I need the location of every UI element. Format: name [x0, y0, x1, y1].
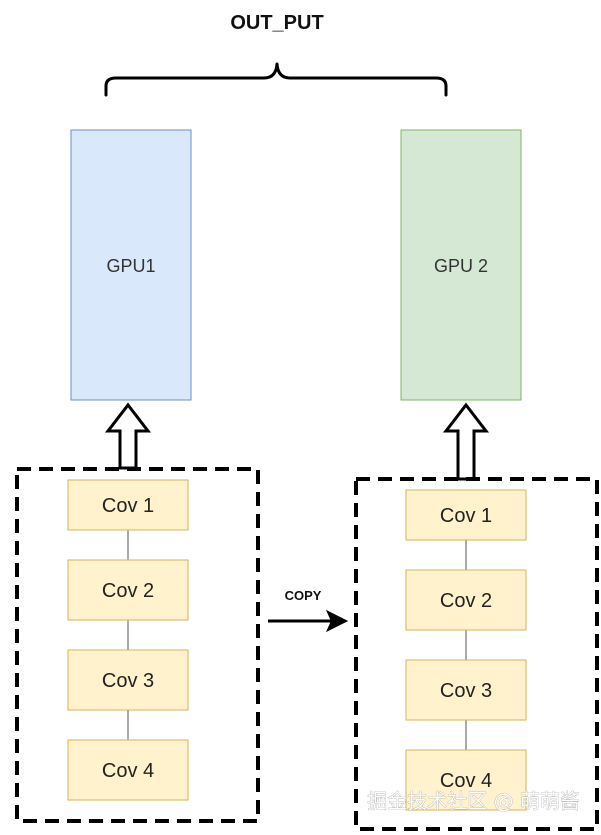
left-cov-label-4: Cov 4 [102, 760, 154, 782]
output-title: OUT_PUT [230, 12, 323, 34]
left-cov-label-2: Cov 2 [102, 580, 154, 602]
left-cov-label-3: Cov 3 [102, 670, 154, 692]
gpu1-box [70, 129, 192, 401]
gpu2-label: GPU 2 [434, 256, 488, 276]
left-cov-box-4 [67, 739, 189, 801]
watermark-text: 掘金技术社区 @ 萌萌酱 [367, 789, 580, 813]
right-cov-box-3 [405, 659, 527, 721]
right-cov-box-1 [405, 489, 527, 541]
left-cov-box-3 [67, 649, 189, 711]
gpu1-label: GPU1 [106, 256, 155, 276]
right-cov-label-4: Cov 4 [440, 770, 492, 792]
output-brace [104, 62, 448, 97]
right-cov-box-4 [405, 749, 527, 811]
right-cov-label-3: Cov 3 [440, 680, 492, 702]
left-cov-box-2 [67, 559, 189, 621]
left-cov-box-1 [67, 479, 189, 531]
left-cov-label-1: Cov 1 [102, 495, 154, 517]
gpu2-box [400, 129, 522, 401]
left-up-arrow [104, 402, 152, 470]
right-cov-label-1: Cov 1 [440, 505, 492, 527]
right-stack-container [354, 477, 599, 831]
right-up-arrow [442, 402, 490, 481]
left-stack-container [15, 467, 260, 823]
copy-arrow-head [325, 609, 349, 633]
copy-label: COPY [285, 588, 322, 603]
right-cov-box-2 [405, 569, 527, 631]
right-cov-label-2: Cov 2 [440, 590, 492, 612]
